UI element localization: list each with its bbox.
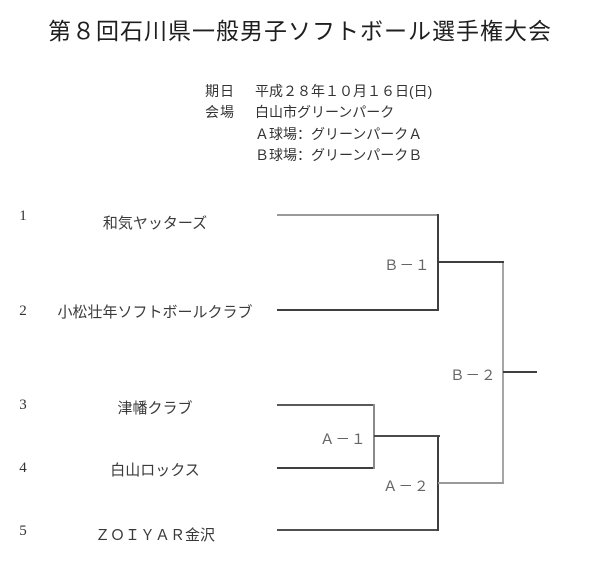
seed-3: 3 xyxy=(19,397,27,413)
seed-1: 1 xyxy=(19,208,27,224)
team-name-2: 小松壮年ソフトボールクラブ xyxy=(57,304,253,321)
venue-value: 白山市グリーンパーク xyxy=(255,104,395,120)
team-name-5: ＺＯＩＹＡＲ金沢 xyxy=(94,527,215,544)
match-b1-winner-line xyxy=(438,261,504,263)
venue-label: 会場 xyxy=(205,104,235,120)
seed-4: 4 xyxy=(19,460,27,476)
seed-5: 5 xyxy=(19,523,27,539)
team-name-4: 白山ロックス xyxy=(110,462,200,479)
team2-line xyxy=(277,309,439,311)
date-label: 期日 xyxy=(205,83,235,99)
team5-line xyxy=(277,529,439,531)
date-value: 平成２８年１０月１６日(日) xyxy=(255,83,433,99)
match-label-b2: Ｂ－２ xyxy=(450,368,497,384)
field-b-value: Ｂ球場：グリーンパークＢ xyxy=(255,147,423,163)
seed-2: 2 xyxy=(19,303,27,319)
team4-line xyxy=(277,467,375,469)
team1-line xyxy=(277,214,439,216)
match-label-a2: Ａ－２ xyxy=(383,479,430,495)
team3-line xyxy=(277,404,375,406)
page-title: 第８回石川県一般男子ソフトボール選手権大会 xyxy=(48,19,552,44)
match-label-a1: Ａ－１ xyxy=(320,432,367,448)
team-name-3: 津幡クラブ xyxy=(117,400,193,417)
team-name-1: 和気ヤッターズ xyxy=(102,215,208,232)
match-a2-winner-line xyxy=(438,482,504,484)
field-a-value: Ａ球場：グリーンパークＡ xyxy=(255,126,423,142)
match-a1-winner-line xyxy=(374,435,440,437)
match-label-b1: Ｂ－１ xyxy=(384,258,431,274)
final-winner-line xyxy=(503,371,537,373)
